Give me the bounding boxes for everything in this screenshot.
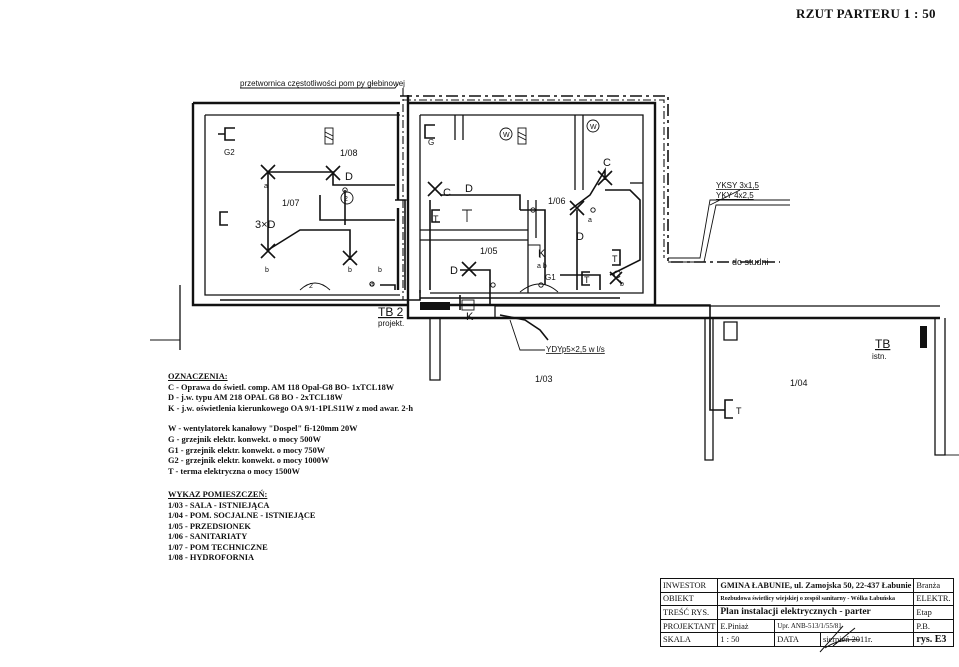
well-label: do studni [732, 257, 769, 267]
branza-label: Branża [913, 578, 954, 593]
heater-g1-label: G1 [545, 273, 556, 282]
branza-value: ELEKTR. [913, 591, 954, 607]
inverter-label: przetwornica częstotliwości pom py głebi… [240, 79, 405, 88]
socket-2-label-1: 2 [344, 196, 348, 203]
inwestor-label: INWESTOR [659, 578, 719, 593]
fixture-c-label-2: C [603, 157, 611, 169]
room-107-label: 1/07 [282, 198, 300, 208]
socket-2-label-2: 2 [309, 283, 313, 290]
heater-g2-label: G2 [224, 148, 235, 157]
tb2-box [420, 302, 450, 310]
room-list-header: WYKAZ POMIESZCZEŃ: [168, 490, 268, 499]
projektant-value: E.Piniaż [717, 618, 776, 634]
drawing-number: rys. E3 [913, 632, 954, 647]
light-fixtures [260, 164, 623, 285]
switch-a-label-3: a [588, 217, 592, 224]
fan-w-label-2: W [590, 124, 597, 131]
legend-header: OZNACZENIA: [168, 372, 228, 381]
tb2-sub-label: projekt. [378, 319, 404, 328]
data-label: DATA [774, 632, 821, 647]
legend-line: T - terma elektryczna o mocy 1500W [168, 466, 300, 476]
room-list-item: 1/08 - HYDROFORNIA [168, 553, 255, 562]
inwestor-value: GMINA ŁABUNIE, ul. Zamojska 50, 22-437 Ł… [717, 578, 915, 593]
wiring [220, 167, 725, 411]
room-103-label: 1/03 [535, 374, 553, 384]
skala-label: SKALA [659, 632, 719, 647]
room-108-label: 1/08 [340, 148, 358, 158]
switch-b-label-4: b [620, 281, 624, 288]
room-list-item: 1/04 - POM. SOCJALNE - ISTNIEJĄCE [168, 511, 316, 520]
tb-label: TB [875, 337, 890, 351]
legend-line: W - wentylatorek kanałowy "Dospel" fi-12… [168, 424, 358, 434]
legend-line: G2 - grzejnik elektr. konwekt. o mocy 10… [168, 456, 330, 466]
room-list-item: 1/05 - PRZEDSIONEK [168, 521, 251, 531]
drawing-title: RZUT PARTERU 1 : 50 [796, 6, 936, 21]
tb-sub-label: istn. [872, 352, 887, 361]
fan-w-label-1: W [503, 132, 510, 139]
fixture-d-label-4: D [576, 231, 584, 243]
socket-icon-1 [340, 191, 354, 205]
obiekt-value: Rozbudowa świetlicy wiejskiej o zespół s… [717, 591, 915, 607]
switch-a-label-2: a [370, 281, 374, 288]
walls [150, 95, 959, 461]
fixture-3xd-label: 3×D [255, 219, 276, 231]
switch-b-label-3: b [378, 267, 382, 274]
fixture-k-label-2: K [466, 311, 474, 323]
switch-a-label-1: a [264, 183, 268, 190]
fixture-d-label-1: D [345, 171, 353, 183]
legend-line: G1 - grzejnik elektr. konwekt. o mocy 75… [168, 445, 326, 455]
cable-routes [398, 88, 790, 300]
signature-mark [819, 625, 861, 653]
fixture-c-label-1: C [443, 187, 451, 199]
tresc-value: Plan instalacji elektrycznych - parter [717, 605, 915, 620]
fixture-d-label-2: D [465, 183, 473, 195]
fixture-d-label-3: D [450, 265, 458, 277]
symbols [218, 119, 733, 419]
room-105-label: 1/05 [480, 246, 498, 256]
legend-line: C - Oprawa do świetl. comp. AM 118 Opal-… [168, 382, 395, 392]
obiekt-label: OBIEKT [659, 591, 719, 607]
fixture-k-label-1: K [538, 248, 546, 260]
room-104-label: 1/04 [790, 378, 808, 388]
boiler-t-label-1: T [433, 214, 439, 224]
tb-box [920, 326, 927, 348]
switch-b-label-2: b [348, 267, 352, 274]
fan-icon-2 [586, 119, 600, 133]
legend-line: G - grzejnik elektr. konwekt. o mocy 500… [168, 434, 321, 444]
heater-g-label: G [428, 138, 434, 147]
tb2-label: TB 2 [378, 305, 404, 319]
cable-ydy-label: YDYp5×2,5 w l/s [546, 345, 605, 354]
boiler-t-label-3: T [584, 275, 590, 285]
legend-line: K - j.w. oświetlenia kierunkowego OA 9/1… [168, 403, 413, 413]
boiler-t-label-2: T [612, 254, 618, 264]
tresc-label: TREŚĆ RYS. [659, 605, 719, 620]
etap-label: Etap [913, 605, 954, 620]
fixture-c-label-3: C [613, 269, 621, 281]
room-list: WYKAZ POMIESZCZEŃ: 1/03 - SALA - ISTNIEJ… [168, 490, 468, 564]
skala-value: 1 : 50 [717, 632, 776, 647]
room-list-item: 1/06 - SANITARIATY [168, 532, 248, 541]
room-list-item: 1/03 - SALA - ISTNIEJĄCA [168, 500, 270, 510]
etap-value: P.B. [913, 618, 954, 634]
boiler-t-label-4: T [736, 406, 742, 416]
room-106-label: 1/06 [548, 196, 566, 206]
switch-b-label-1: b [265, 267, 269, 274]
fan-icon-1 [499, 127, 513, 141]
cable-yky-label: YKY 4x2,5 [716, 191, 754, 200]
projektant-label: PROJEKTANT [659, 618, 719, 634]
legend-line: D - j.w. typu AM 218 OPAL G8 BO - 2xTCL1… [168, 393, 343, 403]
switch-ab-label: a b [537, 263, 547, 270]
title-block: INWESTOR GMINA ŁABUNIE, ul. Zamojska 50,… [659, 578, 954, 647]
room-list-item: 1/07 - POM TECHNICZNE [168, 542, 268, 552]
legend: OZNACZENIA: C - Oprawa do świetl. comp. … [168, 372, 468, 477]
cable-yksy-label: YKSY 3x1,5 [716, 181, 760, 190]
